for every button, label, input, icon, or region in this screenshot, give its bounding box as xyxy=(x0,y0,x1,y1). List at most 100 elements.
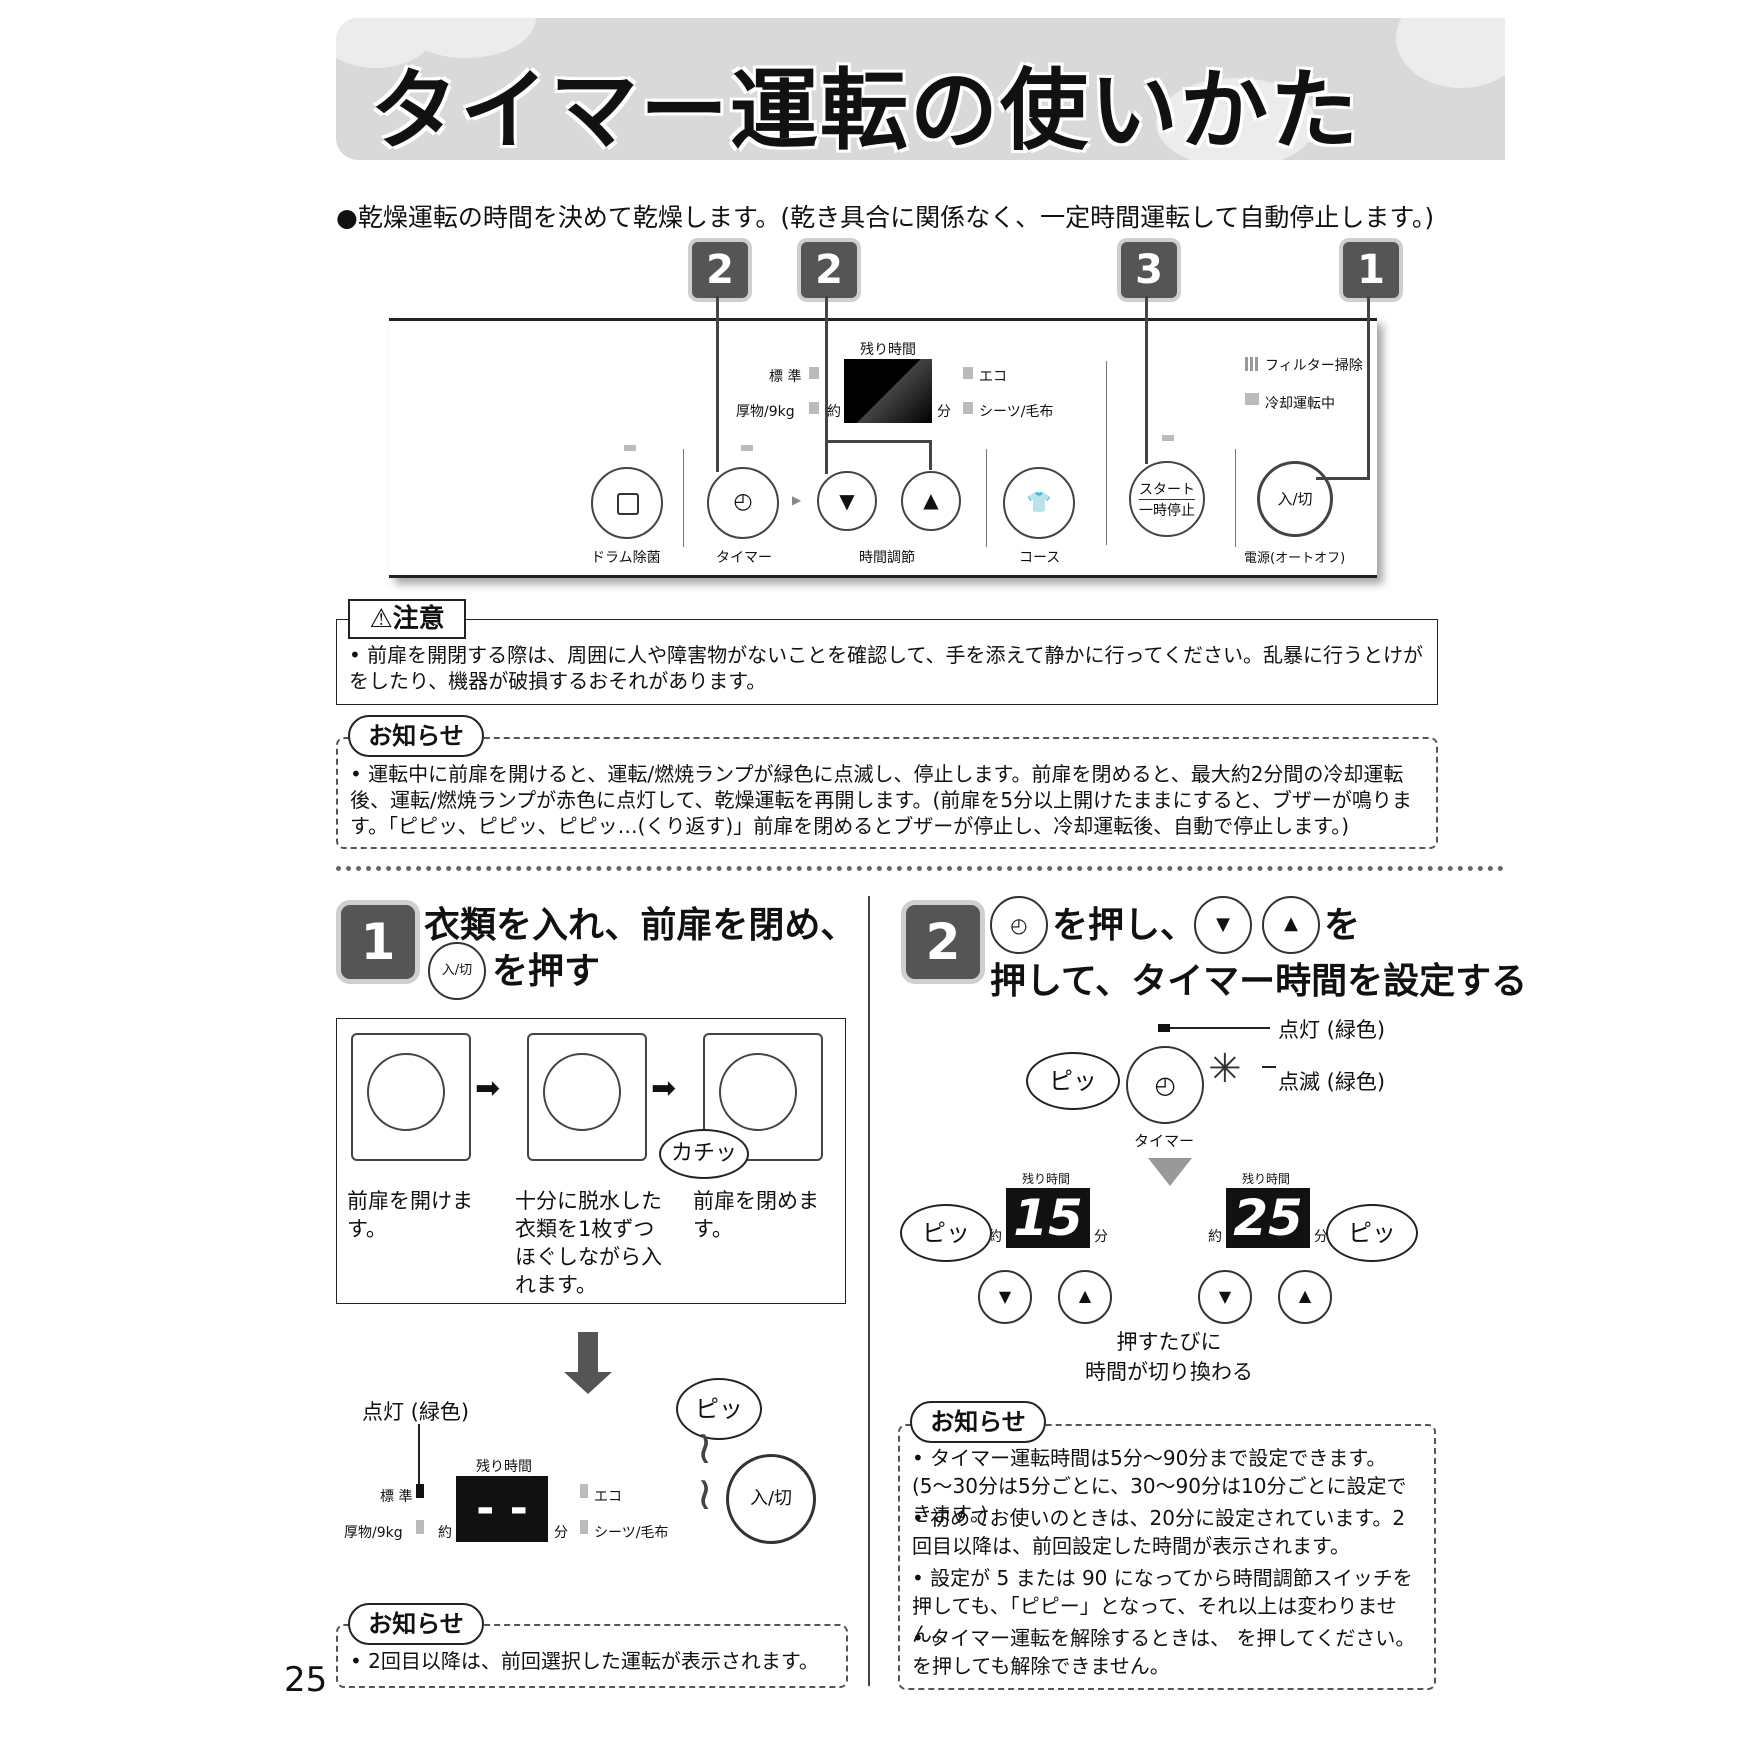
time-down-button: ▼ xyxy=(1198,1270,1252,1324)
pause-label: 一時停止 xyxy=(1139,503,1195,519)
time-display-15: 15 xyxy=(1006,1188,1090,1248)
approx-label: 約 xyxy=(1208,1229,1222,1245)
mode-heavy-lamp xyxy=(416,1520,424,1534)
divider xyxy=(1106,361,1107,545)
triangle-down-icon: ▼ xyxy=(998,1287,1012,1306)
power-button[interactable]: 入/切 xyxy=(1257,461,1333,537)
step1-illustration-box: ➡ ➡ カチッ 前扉を開けます。 十分に脱水した衣類を1枚ずつほぐしながら入れま… xyxy=(336,1018,846,1304)
power-button-icon: 入/切 xyxy=(428,942,486,1000)
notice-item: • 設定が 5 または 90 になってから時間調節スイッチを押しても、「ピピー」… xyxy=(912,1566,1413,1646)
lit-label: 点灯 (緑色) xyxy=(362,1400,470,1424)
notice-tag: お知らせ xyxy=(348,1603,484,1645)
page-title: タイマー運転の使いかた xyxy=(370,59,1361,162)
click-sound-bubble: カチッ xyxy=(659,1129,749,1179)
filter-label: フィルター掃除 xyxy=(1265,358,1363,374)
power-button: 入/切 xyxy=(726,1454,816,1544)
blink-icon: ✳ xyxy=(1208,1046,1242,1092)
start-pause-button[interactable]: スタート 一時停止 xyxy=(1129,461,1205,537)
course-label: コース xyxy=(1019,550,1061,566)
dryer-illustration xyxy=(527,1033,647,1161)
notice-item: • タイマー運転時間は5分〜90分まで設定できます。(5〜30分は5分ごとに、3… xyxy=(912,1446,1407,1526)
vibration-icon: ≀≀ xyxy=(696,1420,714,1520)
mode-eco-label: エコ xyxy=(979,369,1007,385)
title-banner xyxy=(336,18,1505,160)
timer-button-icon: ◴ xyxy=(990,896,1048,954)
time-down-button[interactable]: ▼ xyxy=(817,471,877,531)
timer-lamp xyxy=(1158,1024,1170,1032)
up-button-icon: ▲ xyxy=(1262,896,1320,954)
minutes-label: 分 xyxy=(937,404,951,420)
timer-label: タイマー xyxy=(716,550,772,566)
press-caption: 押すたびに 時間が切り換わる xyxy=(1085,1330,1253,1384)
beep-bubble: ピッ xyxy=(676,1378,762,1440)
step-badge: 2 xyxy=(797,238,861,302)
timer-button[interactable]: ◴ xyxy=(707,467,779,539)
beep-bubble: ピッ xyxy=(900,1204,992,1262)
divider xyxy=(683,449,684,547)
approx-label: 約 xyxy=(438,1525,452,1541)
approx-label: 約 xyxy=(827,404,841,420)
triangle-up-icon: ▲ xyxy=(1078,1286,1092,1305)
triangle-down-icon: ▼ xyxy=(1216,914,1230,935)
step2-title-a: を押し、 xyxy=(1052,905,1197,946)
step2-title-line2: 押して、タイマー時間を設定する xyxy=(990,961,1528,1002)
leader-line xyxy=(825,440,931,443)
caption-load-clothes: 十分に脱水した衣類を1枚ずつほぐしながら入れます。 xyxy=(515,1189,662,1297)
step2-number: 2 xyxy=(901,900,985,984)
mode-heavy-label: 厚物/9kg xyxy=(344,1525,403,1541)
power-label: 電源(オートオフ) xyxy=(1244,551,1346,566)
remaining-label: 残り時間 xyxy=(476,1459,532,1475)
timer-lamp xyxy=(741,445,753,451)
page-number: 25 xyxy=(284,1660,328,1700)
time-adjust-label: 時間調節 xyxy=(859,550,915,566)
leader-line xyxy=(1145,296,1148,464)
step-badge: 3 xyxy=(1117,238,1181,302)
remaining-label: 残り時間 xyxy=(1242,1172,1291,1186)
time-display-25: 25 xyxy=(1226,1188,1310,1248)
arrow-right-icon: ➡ xyxy=(475,1071,501,1106)
dryer-illustration xyxy=(703,1033,823,1161)
minutes-label: 分 xyxy=(1314,1229,1328,1245)
remaining-label: 残り時間 xyxy=(860,342,916,358)
lit-label: 点灯 (緑色) xyxy=(1278,1018,1386,1042)
down-arrow-icon xyxy=(1148,1158,1192,1186)
step2-title-b: を xyxy=(1324,905,1361,946)
mode-heavy-lamp xyxy=(809,402,819,414)
mode-eco-lamp xyxy=(963,367,973,379)
beep-bubble: ピッ xyxy=(1026,1052,1120,1110)
notice-tag: お知らせ xyxy=(910,1401,1046,1443)
step1-title-line1: 衣類を入れ、前扉を閉め、 xyxy=(424,905,857,946)
mode-eco-label: エコ xyxy=(594,1489,622,1505)
mode-eco-lamp xyxy=(580,1484,588,1498)
control-panel: 残り時間 標 準 厚物/9kg 約 分 エコ シーツ/毛布 フィルター掃除 冷却… xyxy=(389,318,1377,578)
divider xyxy=(986,449,987,547)
divider xyxy=(1235,449,1236,547)
mode-sheets-label: シーツ/毛布 xyxy=(594,1525,669,1541)
remaining-label: 残り時間 xyxy=(1022,1172,1071,1186)
start-lamp xyxy=(1162,435,1174,441)
leader-line xyxy=(825,296,828,474)
time-down-button: ▼ xyxy=(978,1270,1032,1324)
step-badge: 2 xyxy=(688,238,752,302)
step1-title-line2: を押す xyxy=(492,951,601,992)
clock-icon: ◴ xyxy=(1154,1071,1176,1099)
triangle-down-icon: ▼ xyxy=(839,489,855,513)
triangle-up-icon: ▲ xyxy=(923,488,939,512)
drum-sterilize-button[interactable] xyxy=(591,467,663,539)
step1-number: 1 xyxy=(336,900,420,984)
triangle-up-icon: ▲ xyxy=(1298,1286,1312,1305)
blink-label: 点滅 (緑色) xyxy=(1278,1070,1386,1094)
start-label: スタート xyxy=(1139,479,1195,500)
leader-line xyxy=(1262,1066,1276,1068)
timer-button: ◴ xyxy=(1126,1046,1204,1124)
dryer-illustration xyxy=(351,1033,471,1161)
minutes-label: 分 xyxy=(554,1525,568,1541)
down-arrow-icon xyxy=(564,1372,612,1394)
caution-box: • 前扉を開閉する際は、周囲に人や障害物がないことを確認して、手を添えて静かに行… xyxy=(336,619,1438,705)
time-up-button[interactable]: ▲ xyxy=(901,471,961,531)
section-divider xyxy=(336,866,1504,871)
arrow-right-icon: ▶ xyxy=(792,493,802,507)
timer-label: タイマー xyxy=(1134,1132,1195,1150)
cooling-lamp xyxy=(1245,393,1259,405)
course-button[interactable]: 👕 xyxy=(1003,467,1075,539)
